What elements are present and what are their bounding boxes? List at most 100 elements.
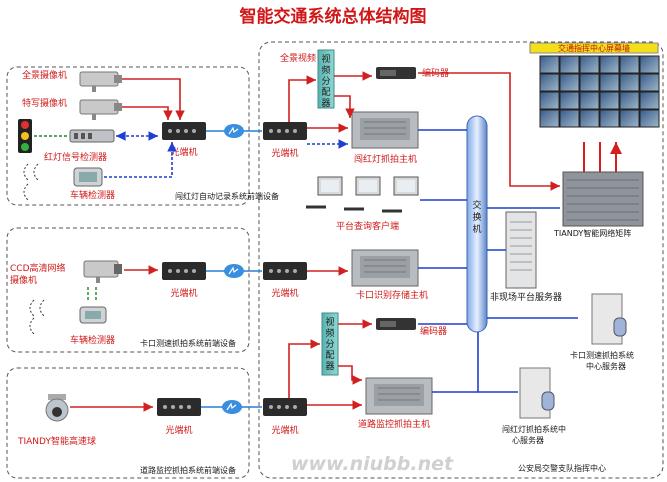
fiber-cloud-icon-2 xyxy=(224,264,244,278)
section1-caption: 闯红灯自动记录系统前端设备 xyxy=(175,191,279,201)
query-client-icons xyxy=(306,176,419,213)
matrix-label: TIANDY智能网络矩阵 xyxy=(553,228,631,238)
wall-screen xyxy=(579,109,600,128)
redlight-host-label: 闯红灯抓拍主机 xyxy=(354,153,417,165)
center-optical-label-1: 光端机 xyxy=(271,147,298,159)
ccd-camera-icon xyxy=(83,260,122,283)
center-optical-terminal-icon-3 xyxy=(263,398,307,416)
wall-screen xyxy=(639,73,660,92)
fiber-cloud-icon-3 xyxy=(222,400,242,414)
wall-screen xyxy=(619,109,640,128)
link-optical1-to-distributor xyxy=(288,75,316,122)
network-matrix-icon xyxy=(562,171,644,227)
fiber-cloud-icon-1 xyxy=(224,124,244,138)
wall-screen xyxy=(579,55,600,74)
signal-detector-label: 红灯信号检测器 xyxy=(44,151,107,163)
wall-screen xyxy=(639,55,660,74)
dome-camera-icon xyxy=(45,394,69,422)
center-optical-label-3: 光端机 xyxy=(271,424,298,436)
optical-terminal-icon-2 xyxy=(162,262,206,280)
encoder-icon-2 xyxy=(376,318,416,330)
video-distributor-1-label: 视频分配器 xyxy=(321,53,330,109)
frontend-group-road xyxy=(6,367,250,479)
center-optical-terminal-icon-1 xyxy=(263,122,307,140)
encoder-icon-1 xyxy=(376,67,416,79)
closeup-camera-icon xyxy=(79,99,122,120)
video-distributor-1 xyxy=(317,49,335,109)
network-switch xyxy=(466,115,488,333)
wall-screen xyxy=(539,109,560,128)
signal-detector-icon xyxy=(69,129,115,143)
road-capture-host-label: 道路监控抓拍主机 xyxy=(358,418,430,430)
vehicle-detector-icon-2 xyxy=(79,306,107,324)
bayonet-server-label: 卡口测速抓拍系统中心服务器 xyxy=(570,350,634,371)
platform-server-icon xyxy=(505,211,537,289)
wall-screen xyxy=(559,109,580,128)
encoder-label-2: 编码器 xyxy=(420,325,447,337)
wall-screen xyxy=(539,55,560,74)
wall-screen xyxy=(599,109,620,128)
frontend-group-bayonet xyxy=(6,227,250,353)
section2-caption: 卡口测速抓拍系统前端设备 xyxy=(140,338,236,348)
video-wall-title: 交通指挥中心屏幕墙 xyxy=(558,43,630,53)
loop-coil-icon xyxy=(23,163,39,201)
redlight-server-label: 闯红灯抓拍系统中心服务器 xyxy=(502,424,566,445)
optical-terminal-label-3: 光端机 xyxy=(165,424,192,436)
switch-label: 交换机 xyxy=(472,199,481,235)
panorama-camera-label: 全景摄像机 xyxy=(22,69,67,81)
frontend-group-redlight xyxy=(6,66,250,206)
wall-screen xyxy=(559,55,580,74)
wall-screen xyxy=(579,73,600,92)
center-caption: 公安局交警支队指挥中心 xyxy=(518,463,606,473)
optical-terminal-label-2: 光端机 xyxy=(170,287,197,299)
platform-server-label: 非现场平台服务器 xyxy=(490,291,562,303)
wall-screen xyxy=(619,91,640,110)
ccd-camera-label-line1: CCD高清网络 xyxy=(10,262,66,274)
wall-screen xyxy=(639,91,660,110)
video-distributor-2 xyxy=(321,312,339,376)
panorama-camera-icon xyxy=(79,71,122,92)
query-clients-label: 平台查询客户端 xyxy=(336,220,399,232)
vehicle-detector-label-1: 车辆检测器 xyxy=(70,189,115,201)
link-distributor2-to-host xyxy=(338,365,362,385)
link-closeup-to-optical xyxy=(122,106,173,120)
wall-screen xyxy=(639,109,660,128)
link-switch-to-redlight-server xyxy=(477,332,518,393)
section3-caption: 道路监控抓拍系统前端设备 xyxy=(140,465,236,475)
optical-terminal-icon-1 xyxy=(162,122,206,140)
video-wall xyxy=(539,55,660,128)
dome-camera-label: TIANDY智能高速球 xyxy=(17,435,96,447)
road-capture-host-icon xyxy=(365,377,433,415)
link-encoder-to-matrix xyxy=(418,72,560,191)
link-matrix-to-wall xyxy=(583,142,616,172)
link-optical3-to-distributor xyxy=(288,339,320,398)
wall-screen xyxy=(539,91,560,110)
link-panorama-to-optical xyxy=(122,78,185,120)
bayonet-server-icon xyxy=(591,293,627,345)
wall-screen xyxy=(579,91,600,110)
ccd-camera-label-line2: 摄像机 xyxy=(10,274,37,286)
wall-screen xyxy=(559,73,580,92)
center-optical-label-2: 光端机 xyxy=(271,287,298,299)
command-center-group xyxy=(258,41,664,479)
bayonet-storage-icon xyxy=(351,249,419,287)
loop-coil-icon-2 xyxy=(29,299,45,335)
wall-screen xyxy=(619,73,640,92)
watermark-text: www.niubb.net xyxy=(291,453,454,475)
vehicle-detector-icon xyxy=(73,167,103,187)
wall-screen xyxy=(559,91,580,110)
wall-screen xyxy=(539,73,560,92)
wall-screen xyxy=(599,55,620,74)
wall-screen xyxy=(599,73,620,92)
video-distributor-2-label: 视频分配器 xyxy=(325,316,334,372)
link-camera-detector xyxy=(87,286,97,300)
link-distributor-to-host xyxy=(334,95,355,118)
ccd-camera-label: CCD高清网络 摄像机 xyxy=(10,262,68,286)
closeup-camera-label: 特写摄像机 xyxy=(22,97,67,109)
redlight-server-icon xyxy=(519,367,555,419)
optical-terminal-label-1: 光端机 xyxy=(170,146,197,158)
optical-terminal-icon-3 xyxy=(157,398,201,416)
link-vehicle-detector-to-optical xyxy=(104,142,177,178)
redlight-host-icon xyxy=(351,111,419,149)
